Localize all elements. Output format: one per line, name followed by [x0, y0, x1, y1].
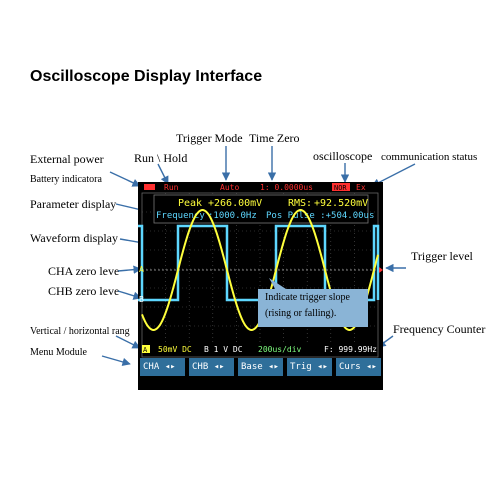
- arrow-external-power: [109, 171, 141, 187]
- status-time-zero: 1: 0.0000us: [260, 183, 313, 192]
- callout-box: [258, 289, 368, 327]
- label-oscilloscope: oscilloscope: [313, 149, 373, 163]
- param-frequency-label: Frequency: [156, 211, 205, 221]
- updown-arrow-icon: ◂▸: [317, 362, 328, 372]
- arrow-run-hold: [157, 163, 169, 185]
- trigger-level-marker: [379, 267, 383, 273]
- label-external-power: External power: [30, 152, 104, 166]
- chb-range: B 1 V DC: [204, 345, 243, 354]
- label-communication-status: communication status: [381, 151, 478, 163]
- updown-arrow-icon: ◂▸: [164, 362, 176, 372]
- label-time-zero: Time Zero: [249, 131, 300, 145]
- updown-arrow-icon: ◂▸: [366, 362, 377, 372]
- arrow-menu: [101, 355, 131, 366]
- param-peak-value: +266.00mV: [208, 198, 262, 209]
- updown-arrow-icon: ◂▸: [213, 362, 225, 372]
- label-parameter-display: Parameter display: [30, 197, 117, 211]
- frequency-counter: F: 999.99Hz: [324, 345, 377, 354]
- chb-square-waveform: [138, 224, 380, 302]
- slope-note-line1: Indicate trigger slope: [265, 292, 350, 303]
- label-frequency-counter: Frequency Counter: [393, 322, 486, 336]
- label-battery-indicator: Battery indicatora: [30, 174, 102, 185]
- label-run-hold: Run \ Hold: [134, 151, 188, 165]
- label-cha-zero: CHA zero leve: [48, 264, 120, 278]
- menu-base-button[interactable]: Base ◂▸: [238, 358, 283, 376]
- parameter-box: [153, 194, 369, 224]
- param-rms-label: RMS:: [288, 198, 312, 209]
- cha-zero-marker: A: [139, 265, 144, 274]
- chb-zero-marker: B: [139, 295, 144, 304]
- cha-range-badge: [142, 345, 150, 353]
- slope-note-line2: (rising or falling).: [265, 308, 337, 319]
- timebase: 200us/div: [258, 345, 302, 354]
- label-waveform-display: Waveform display: [30, 231, 119, 245]
- status-run: Run: [164, 183, 179, 192]
- param-pos-pulse: Pos Pulse :+504.00us: [266, 211, 374, 221]
- arrow-range: [115, 335, 141, 349]
- label-menu-module: Menu Module: [30, 347, 87, 358]
- param-peak-label: Peak: [178, 198, 202, 209]
- cha-range: 50mV DC: [158, 345, 192, 354]
- menu-cha-button[interactable]: CHA ◂▸: [140, 358, 185, 376]
- status-mode: Auto: [220, 183, 239, 192]
- arrow-chb-zero: [117, 290, 142, 300]
- param-rms-value: +92.520mV: [314, 198, 368, 209]
- status-scope-badge: NOR: [334, 184, 347, 192]
- updown-arrow-icon: ◂▸: [268, 362, 279, 372]
- status-scope-badge-bg: [332, 183, 350, 191]
- arrow-cha-zero: [117, 265, 142, 274]
- menu-bar: CHA ◂▸ CHB ◂▸ Base ◂▸ Trig ◂▸ Curs ◂▸: [138, 358, 383, 376]
- page-title: Oscilloscope Display Interface: [30, 68, 263, 85]
- param-frequency-value: :1000.0Hz: [208, 211, 257, 221]
- screen-graphics: Run Auto 1: 0.0000us NOR Ex Peak +266.00…: [138, 183, 383, 358]
- menu-chb-button[interactable]: CHB ◂▸: [189, 358, 234, 376]
- cha-range-badge-letter: A: [143, 346, 148, 354]
- menu-trig-button[interactable]: Trig ◂▸: [287, 358, 332, 376]
- label-vertical-horizontal-range: Vertical / horizontal rang: [30, 326, 130, 337]
- menu-curs-button[interactable]: Curs ◂▸: [336, 358, 381, 376]
- status-comm: Ex: [356, 183, 366, 192]
- label-chb-zero: CHB zero leve: [48, 284, 120, 298]
- battery-icon: [144, 184, 155, 190]
- oscilloscope-screen: Run Auto 1: 0.0000us NOR Ex Peak +266.00…: [138, 182, 383, 390]
- label-trigger-mode: Trigger Mode: [176, 131, 243, 145]
- label-trigger-level: Trigger level: [411, 249, 473, 263]
